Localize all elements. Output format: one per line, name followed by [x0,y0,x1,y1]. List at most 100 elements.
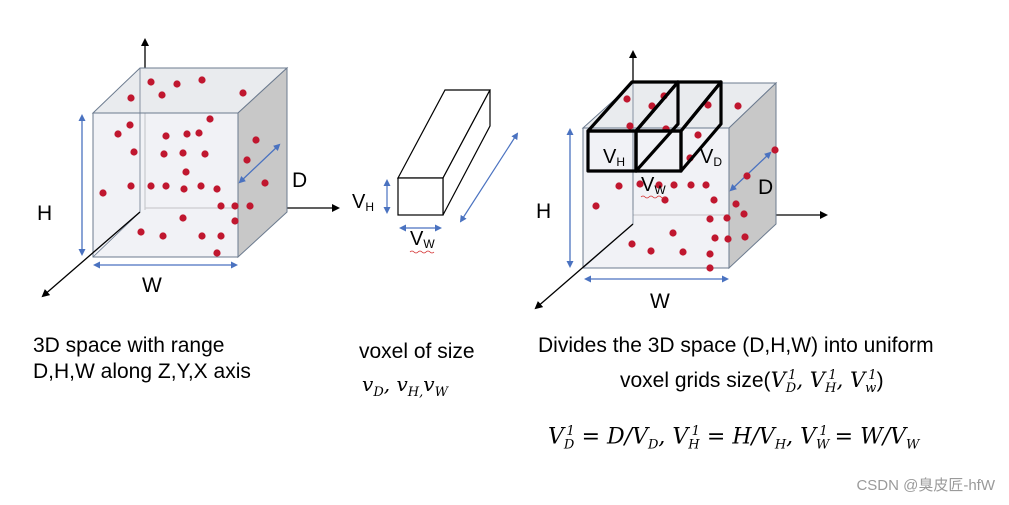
voxel-vw-label: VW [410,228,435,251]
point-dot [706,250,714,258]
point-dot [201,150,209,158]
point-dot [182,168,190,176]
grid-cell-vw-label: VW [641,174,666,197]
voxel-grid-cells [586,80,723,173]
left-cube: H W D [37,38,340,298]
point-dot [195,129,203,137]
point-dot [213,249,221,257]
point-dot [655,181,663,189]
voxel-caption-line1: voxel of size [359,340,475,363]
point-dot [694,131,702,139]
point-dot [732,200,740,208]
point-dot [246,202,254,210]
point-dot [252,136,260,144]
right-d-label: D [758,176,773,199]
right-caption-line1: Divides the 3D space (D,H,W) into unifor… [538,334,934,357]
point-dot [615,182,623,190]
point-dot [158,91,166,99]
point-dot [706,215,714,223]
point-dot [162,132,170,140]
point-dot [217,202,225,210]
point-dot [687,181,695,189]
right-h-label: H [536,200,551,223]
point-dot [173,80,181,88]
point-dot [771,146,779,154]
point-dot [628,240,636,248]
point-dot [179,149,187,157]
point-dot [647,247,655,255]
point-dot [213,185,221,193]
point-dot [723,214,731,222]
point-dot [99,189,107,197]
grid-size-formula: VD1 = D/VD, VH1 = H/VH, VW1 = W/VW [548,424,920,453]
point-dot [740,210,748,218]
point-dot [127,182,135,190]
voxel-front-face [397,177,444,216]
grid-cell-side [679,80,723,173]
spell-squiggle [640,195,666,199]
point-dot [711,234,719,242]
point-dot [670,181,678,189]
left-caption-line1: 3D space with range [33,334,225,357]
left-w-label: W [142,274,162,297]
point-dot [704,101,712,109]
point-dot [206,115,214,123]
point-dot [623,95,631,103]
right-caption: Divides the 3D space (D,H,W) into unifor… [538,333,934,359]
point-dot [239,89,247,97]
right-d-dimension [729,151,772,192]
voxel-d-dimension [459,132,519,223]
grid-cell-vd-label: VD [700,146,722,169]
point-dot [130,148,138,156]
point-dot [183,130,191,138]
point-dot [231,217,239,225]
point-dot [159,232,167,240]
grid-cell-vh-label: VH [603,146,625,169]
point-dot [741,233,749,241]
point-dot [198,76,206,84]
point-dot [114,130,122,138]
voxel-size-formula: vD, vH,vW [362,372,448,400]
point-dot [198,232,206,240]
point-dot [679,248,687,256]
point-dot [243,156,251,164]
point-dot [231,202,239,210]
left-d-dimension [238,143,281,184]
left-h-label: H [37,202,52,225]
point-dot [592,202,600,210]
point-dot [126,121,134,129]
voxel-vh-label: VH [352,191,374,214]
point-dot [197,182,205,190]
point-dot [636,180,644,188]
left-d-label: D [292,169,307,192]
right-w-label: W [650,290,670,313]
point-dot [160,150,168,158]
point-dot [179,214,187,222]
spell-squiggle [409,250,435,254]
point-dot [710,196,718,204]
watermark: CSDN @臭皮匠-hfW [856,477,995,494]
right-cube: H W D VH VD VW [534,50,828,313]
point-dot [702,181,710,189]
right-z-axis [534,223,634,310]
voxel-caption: voxel of size [359,339,475,365]
point-dot [626,122,634,130]
left-caption: 3D space with range D,H,W along Z,Y,X ax… [33,333,251,385]
point-dot [743,172,751,180]
point-dot [127,94,135,102]
point-dot [669,229,677,237]
right-caption-line2: voxel grids size(VD1, VH1, Vw1) [620,368,884,397]
point-dot [734,102,742,110]
point-dot [147,182,155,190]
voxel-shape: VH VW [352,89,519,254]
point-dot [706,264,714,272]
left-z-axis [41,211,141,298]
point-dot [147,78,155,86]
point-dot [261,179,269,187]
point-dot [217,232,225,240]
point-dot [724,235,732,243]
point-dot [137,228,145,236]
point-dot [180,185,188,193]
left-caption-line2: D,H,W along Z,Y,X axis [33,360,251,383]
